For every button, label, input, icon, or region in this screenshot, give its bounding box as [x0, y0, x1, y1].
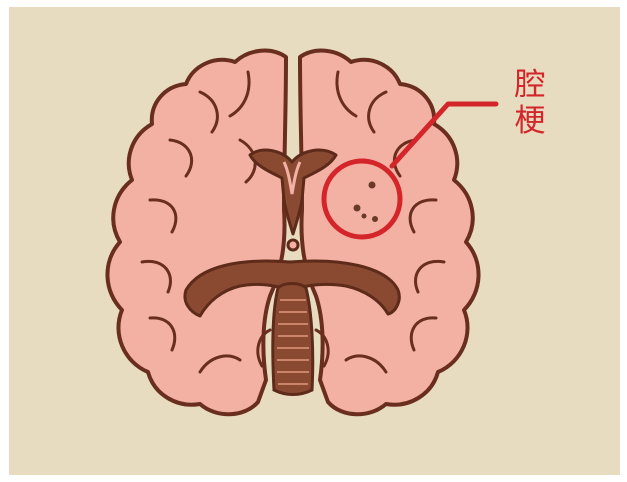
third-ventricle-dot — [288, 240, 298, 250]
label-char-2: 梗 — [510, 104, 550, 138]
label-char-1: 腔 — [510, 68, 550, 102]
